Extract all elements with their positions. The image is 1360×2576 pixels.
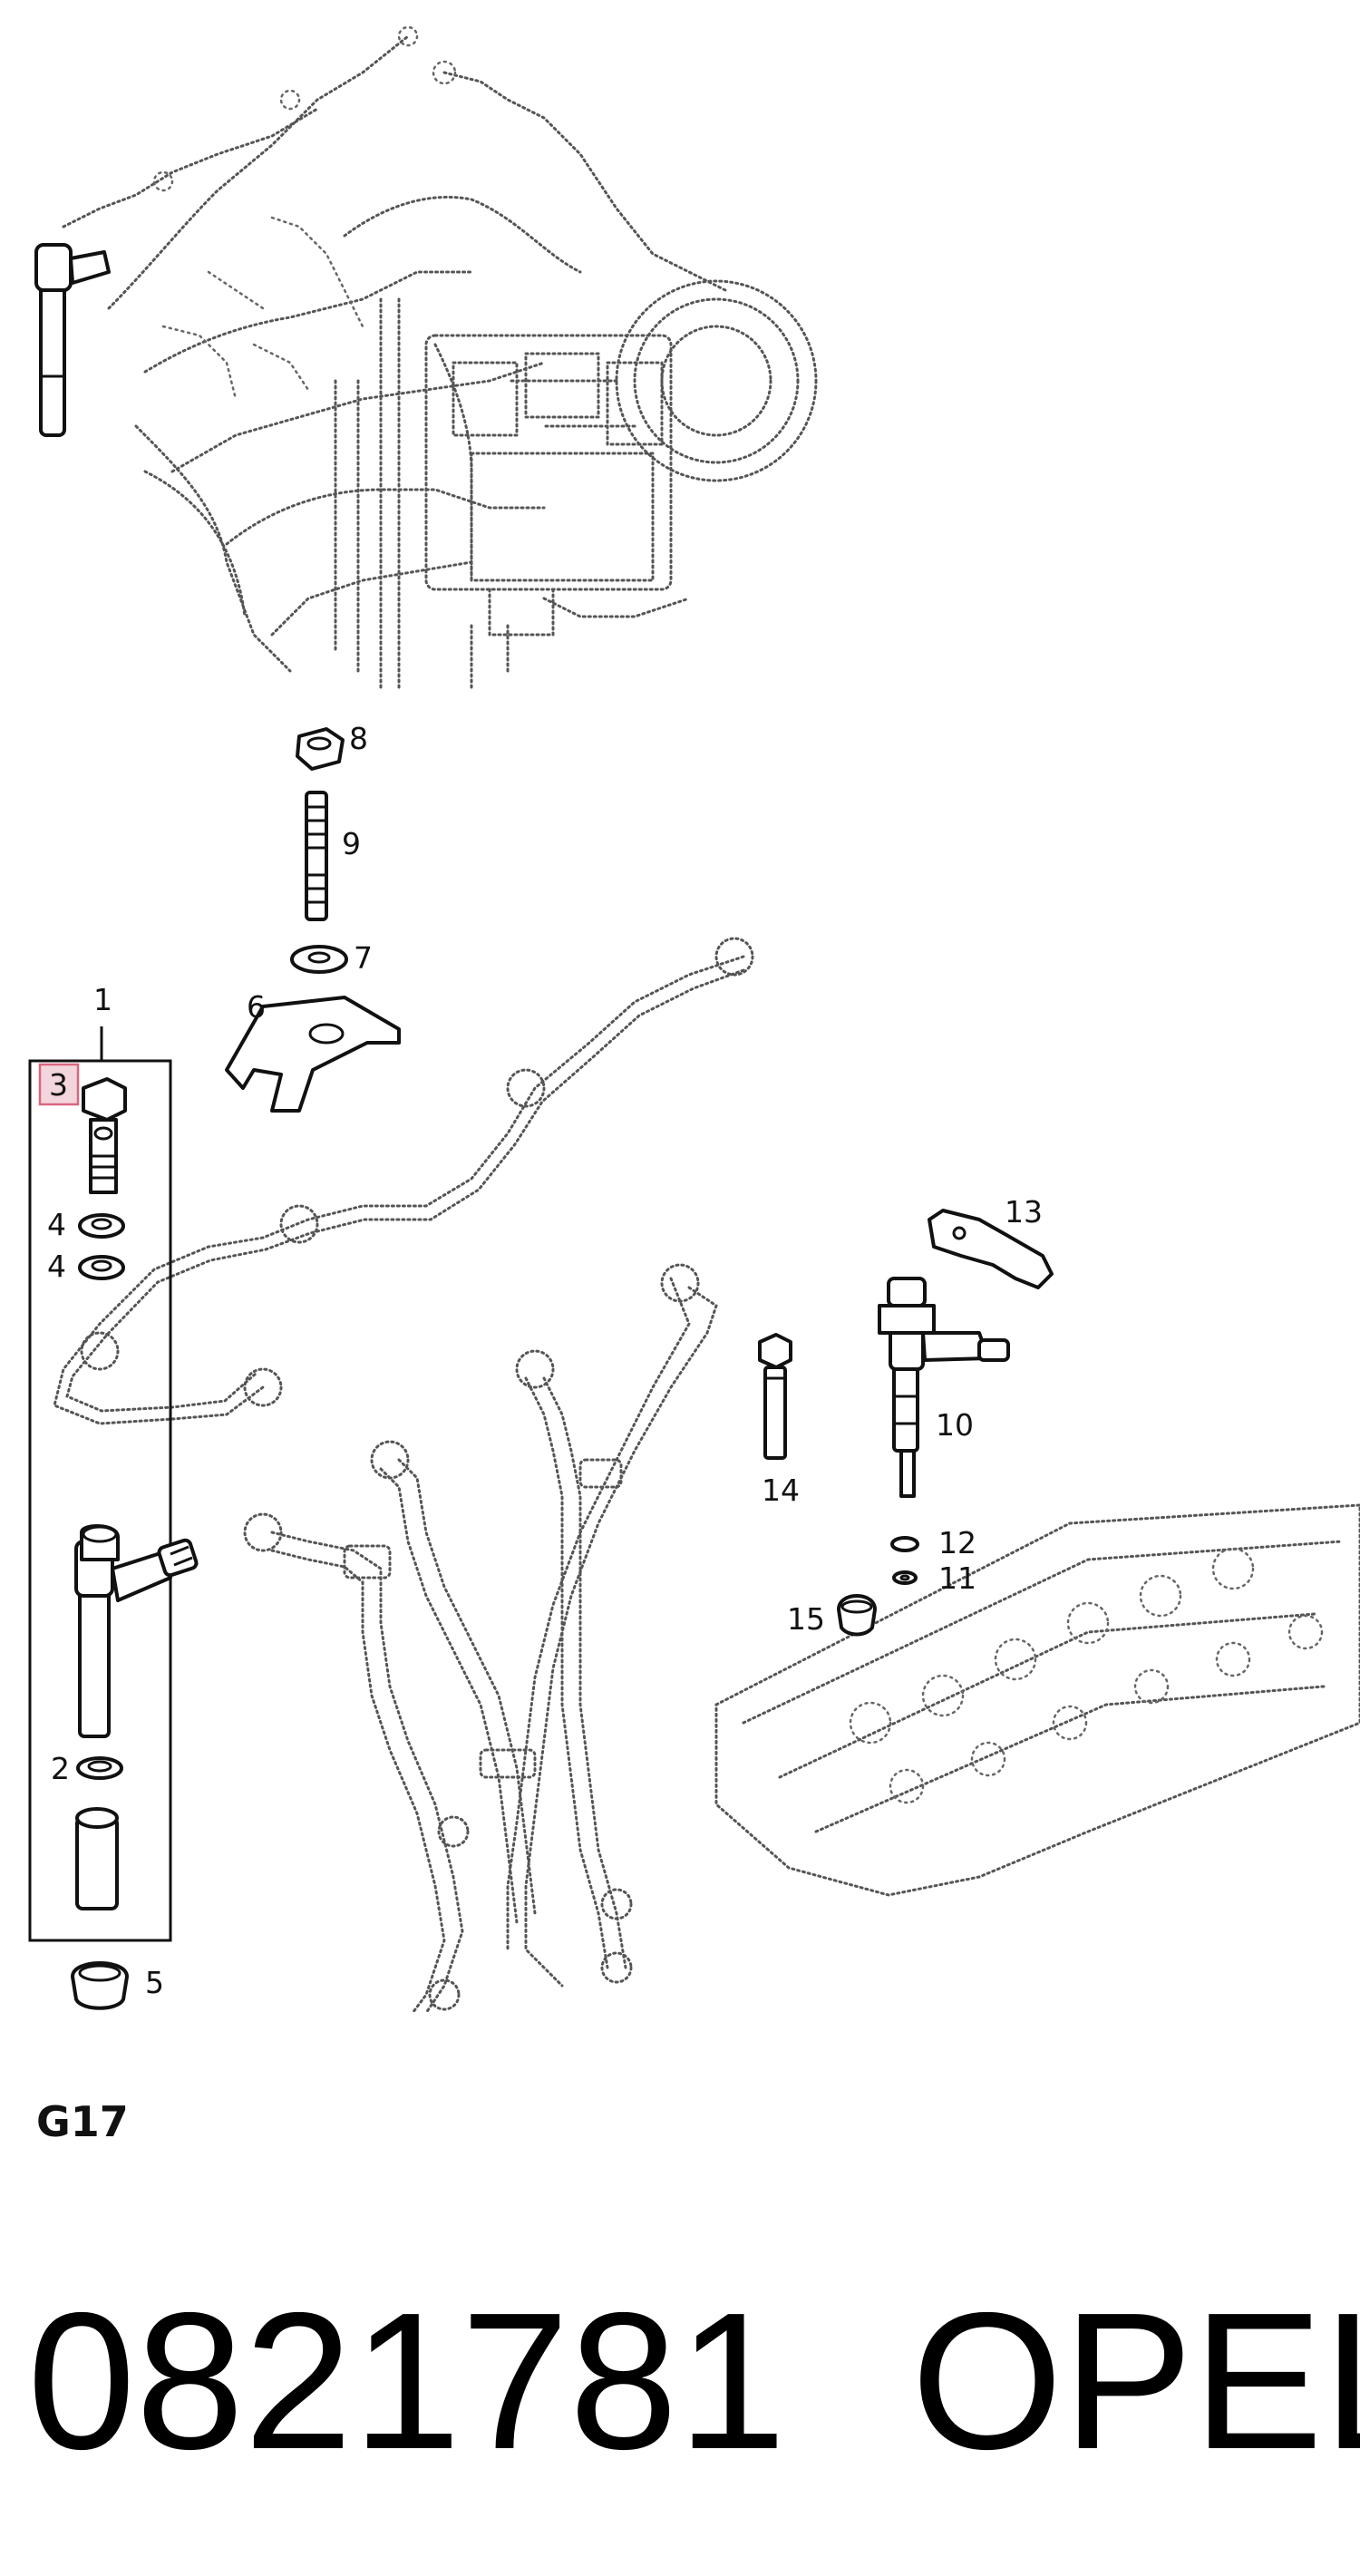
part-7-washer — [290, 945, 348, 974]
fuel-pipes — [53, 937, 754, 2015]
callout-5: 5 — [145, 1965, 164, 2000]
part-number: 0821781 — [27, 2271, 786, 2490]
part-14-bolt — [758, 1333, 792, 1460]
injector-sleeve — [75, 1807, 119, 1910]
callout-13: 13 — [1005, 1194, 1043, 1230]
diagram-code: G17 — [36, 2097, 129, 2146]
callout-4a: 4 — [47, 1207, 66, 1242]
callout-4b: 4 — [47, 1249, 66, 1284]
callout-14: 14 — [762, 1473, 800, 1508]
part-8-nut — [296, 727, 345, 771]
part-12-o-ring — [890, 1536, 919, 1552]
callout-3-highlight — [38, 1063, 80, 1106]
callout-1: 1 — [93, 982, 112, 1017]
part-15-cap — [837, 1594, 877, 1637]
part-13-clamp — [928, 1209, 1054, 1289]
callout-10: 10 — [936, 1407, 974, 1443]
top-injector-sketch — [34, 243, 111, 437]
part-5-cap — [71, 1961, 129, 2010]
part-3-banjo-bolt — [82, 1077, 127, 1194]
callout-9: 9 — [342, 826, 361, 861]
cylinder-head — [714, 1503, 1360, 1897]
callout-12: 12 — [938, 1525, 976, 1560]
engine-background — [62, 25, 818, 691]
part-11-washer — [892, 1570, 918, 1585]
part-10-injector — [878, 1277, 1010, 1498]
callout-7: 7 — [354, 940, 373, 976]
brand-name: OPEL — [911, 2271, 1360, 2490]
part-6-clamp — [225, 996, 401, 1113]
callout-15: 15 — [787, 1601, 825, 1637]
part-1-injector — [74, 1524, 199, 1738]
part-4-washers — [78, 1213, 125, 1280]
callout-6: 6 — [247, 989, 266, 1025]
callout-2: 2 — [51, 1751, 70, 1786]
part-2-seal — [76, 1756, 123, 1780]
callout-8: 8 — [349, 721, 368, 756]
part-9-stud — [305, 791, 328, 921]
callout-11: 11 — [938, 1560, 976, 1596]
callout-3: 3 — [49, 1067, 68, 1103]
